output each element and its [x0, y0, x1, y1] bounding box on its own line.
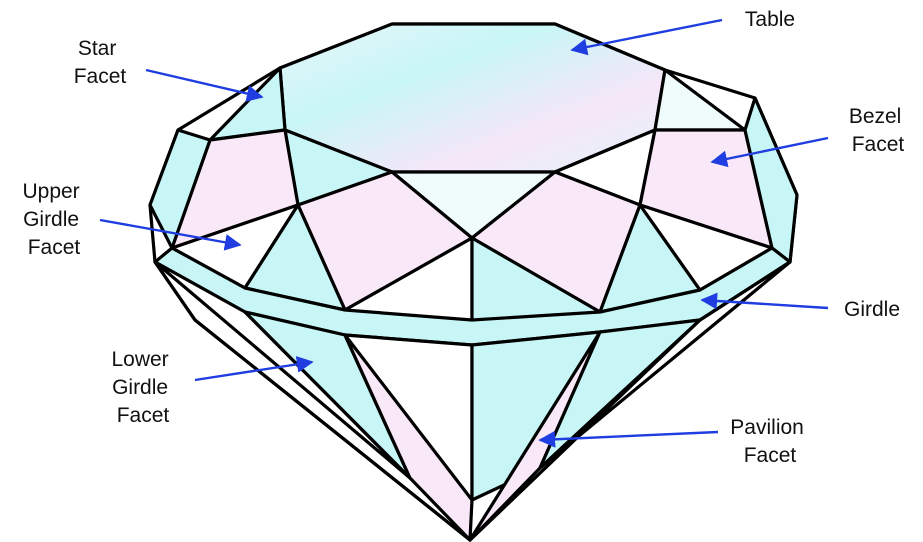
table-arrow: [572, 20, 722, 50]
label-table: Table: [745, 8, 795, 31]
label-lower-girdle-facet: Lower Girdle Facet: [111, 348, 174, 427]
label-star-facet: Star Facet: [74, 37, 127, 88]
label-girdle: Girdle: [844, 298, 900, 321]
label-pavilion-facet: Pavilion Facet: [730, 416, 809, 467]
label-bezel-facet: Bezel Facet: [849, 105, 907, 156]
label-upper-girdle-facet: Upper Girdle Facet: [22, 180, 85, 259]
star-facet-arrow: [146, 70, 262, 97]
